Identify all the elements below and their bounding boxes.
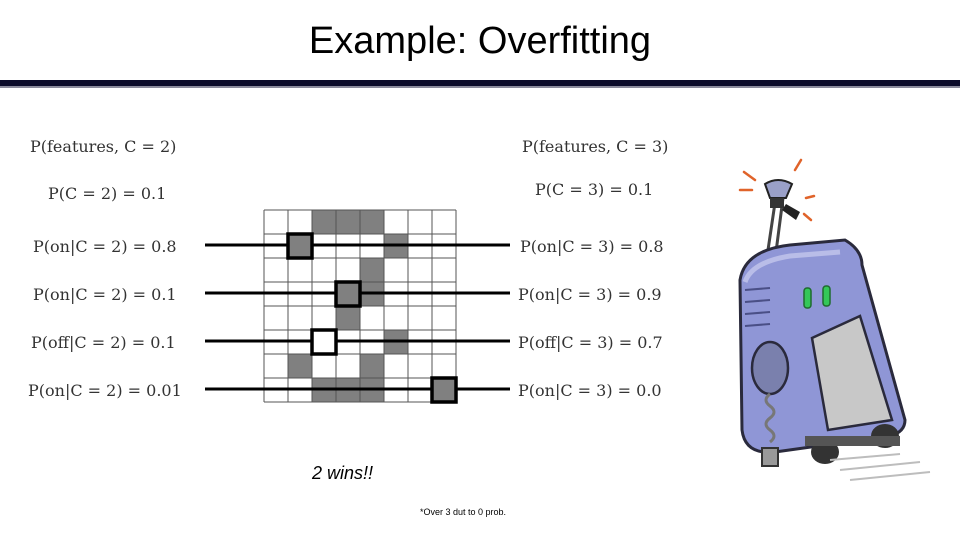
right-joint-label: P(features, C = 3) <box>522 137 669 156</box>
left-prior: P(C = 2) = 0.1 <box>48 184 167 203</box>
grid-cell-filled <box>360 210 384 234</box>
result-text: 2 wins!! <box>312 463 374 483</box>
right-feature-3: P(off|C = 3) = 0.7 <box>518 333 663 352</box>
title-divider <box>0 80 960 86</box>
grid-cell-filled <box>288 354 312 378</box>
highlighted-cell-1 <box>286 232 314 260</box>
right-feature-4: P(on|C = 3) = 0.0 <box>518 381 662 400</box>
alert-marks <box>738 158 816 222</box>
speed-lines <box>829 453 931 481</box>
highlighted-cell-2 <box>334 280 362 308</box>
title-divider-shadow <box>0 86 960 88</box>
robot-vents <box>744 287 771 327</box>
grid-cell-filled <box>336 210 360 234</box>
left-feature-2: P(on|C = 2) = 0.1 <box>33 285 177 304</box>
right-feature-1: P(on|C = 3) = 0.8 <box>520 237 664 256</box>
grid-cell-filled <box>360 258 384 282</box>
slide-title: Example: Overfitting <box>308 20 652 62</box>
left-feature-4: P(on|C = 2) = 0.01 <box>28 381 182 400</box>
grid-cell-filled <box>360 354 384 378</box>
right-prior: P(C = 3) = 0.1 <box>535 180 654 199</box>
highlighted-cell-3 <box>310 328 338 356</box>
left-feature-3: P(off|C = 2) = 0.1 <box>31 333 176 352</box>
left-feature-1: P(on|C = 2) = 0.8 <box>33 237 177 256</box>
grid-cell-filled <box>336 306 360 330</box>
left-joint-label: P(features, C = 2) <box>30 137 177 156</box>
grid-cell-filled <box>312 210 336 234</box>
footnote: *Over 3 dut to 0 prob. <box>420 507 507 517</box>
right-feature-2: P(on|C = 3) = 0.9 <box>518 285 662 304</box>
highlighted-cell-4 <box>430 376 458 404</box>
highlighted-feature-cells <box>286 232 458 404</box>
